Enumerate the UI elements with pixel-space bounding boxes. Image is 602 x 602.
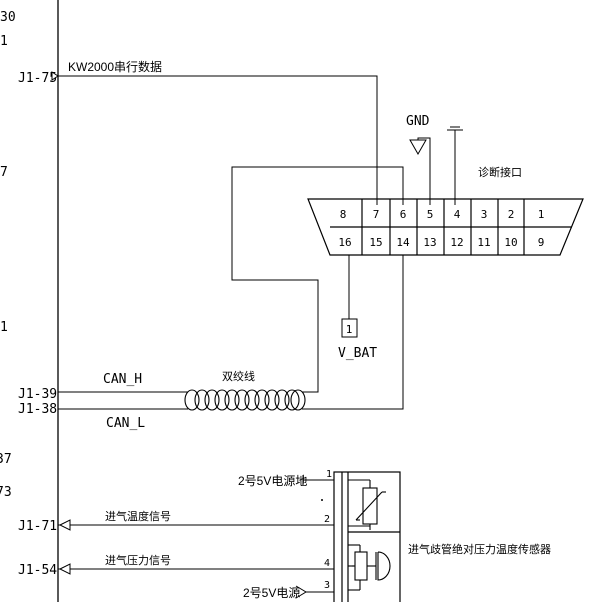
signal-label-intake-pressure: 进气压力信号: [105, 553, 171, 567]
diag-pin-4: 4: [454, 208, 461, 221]
twisted-pair-label: 双绞线: [222, 369, 255, 383]
pin-label-j1-54: J1-54: [18, 563, 57, 578]
vbat-pin-number: 1: [346, 323, 353, 336]
pin-label-j1-39: J1-39: [18, 387, 57, 402]
diag-pin-1: 1: [538, 208, 545, 221]
margin-number: 37: [0, 452, 12, 467]
left-margin-numbers: 30 1 7 1 37 73: [0, 10, 16, 500]
wire-intake-temp: [58, 519, 334, 531]
vbat-label: V_BAT: [338, 346, 377, 361]
diag-pin-15: 15: [369, 236, 382, 249]
twisted-pair-coil: [184, 389, 306, 411]
margin-number: 30: [0, 10, 16, 25]
chassis-ground-symbol: [447, 126, 463, 205]
diag-pin-6: 6: [400, 208, 407, 221]
wire-can-l: [58, 255, 404, 410]
diag-pin-7: 7: [373, 208, 380, 221]
wire-vbat: [341, 255, 358, 338]
margin-number: 7: [0, 165, 8, 180]
thermistor-symbol: [348, 479, 386, 530]
sensor-power-label: 2号5V电源: [243, 586, 300, 600]
diag-pin-3: 3: [481, 208, 488, 221]
diag-pin-10: 10: [504, 236, 517, 249]
diag-connector-label: 诊断接口: [478, 165, 522, 179]
margin-number: 73: [0, 485, 12, 500]
wire-intake-pressure: [58, 563, 334, 575]
sensor-box: [333, 471, 401, 602]
diag-connector: [307, 198, 584, 256]
sensor-dot: [321, 499, 323, 501]
diag-pin-11: 11: [477, 236, 490, 249]
diag-pin-14: 14: [396, 236, 410, 249]
pin-label-j1-75: J1-75: [18, 71, 57, 86]
wire-can-h: [58, 166, 404, 393]
sensor-pin-4: 4: [324, 558, 330, 569]
diag-pin-12: 12: [450, 236, 463, 249]
sensor-pin-2: 2: [324, 514, 330, 525]
gnd-label: GND: [406, 114, 430, 129]
sensor-pin-3: 3: [324, 580, 330, 591]
sensor-pin-1: 1: [326, 469, 332, 480]
signal-label-can-l: CAN_L: [106, 416, 145, 431]
pin-label-j1-38: J1-38: [18, 402, 57, 417]
gnd-wire: [409, 137, 431, 205]
pin-label-j1-71: J1-71: [18, 519, 57, 534]
sensor-label: 进气歧管绝对压力温度传感器: [408, 542, 551, 556]
wire-sensor-power: [295, 585, 334, 599]
diag-pin-8: 8: [340, 208, 347, 221]
sensor-ground-label: 2号5V电源地: [238, 474, 307, 488]
pressure-sensor-symbol: [348, 544, 391, 591]
margin-number: 1: [0, 34, 8, 49]
diag-pin-9: 9: [538, 236, 545, 249]
diag-pin-2: 2: [508, 208, 515, 221]
signal-label-can-h: CAN_H: [103, 372, 142, 387]
diag-pin-5: 5: [427, 208, 434, 221]
diag-pin-16: 16: [338, 236, 351, 249]
diag-pin-13: 13: [423, 236, 436, 249]
wire-kw2000: [51, 71, 378, 205]
signal-label-kw2000: KW2000串行数据: [68, 59, 162, 74]
margin-number: 1: [0, 320, 8, 335]
wire-sensor-ground: [302, 475, 334, 485]
signal-label-intake-temp: 进气温度信号: [105, 509, 171, 523]
